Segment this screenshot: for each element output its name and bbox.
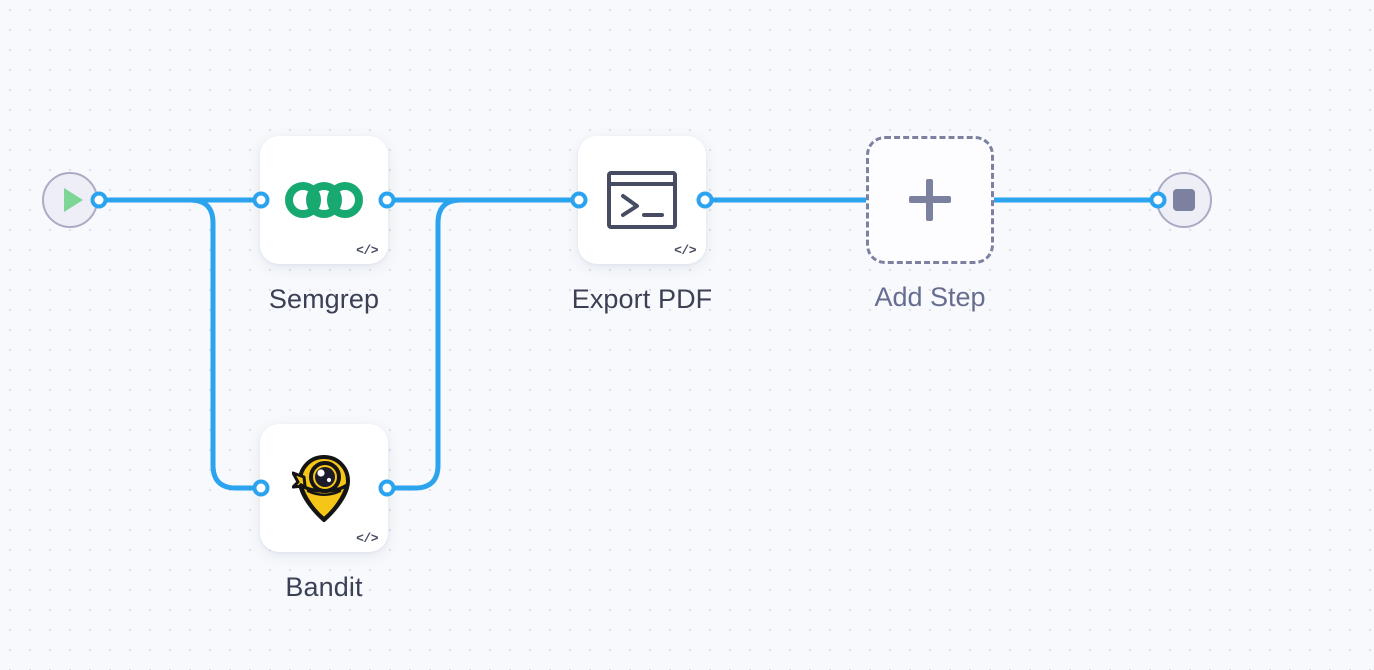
bandit-logo-icon <box>292 455 350 522</box>
node-bandit-output-handle[interactable] <box>378 479 396 497</box>
node-bandit[interactable]: </> Bandit <box>260 424 388 602</box>
node-semgrep-output-handle[interactable] <box>378 191 396 209</box>
node-bandit-label: Bandit <box>285 572 363 602</box>
node-semgrep-label: Semgrep <box>268 284 380 314</box>
node-export-pdf[interactable]: </> Export PDF <box>572 136 712 314</box>
plus-icon <box>909 179 951 221</box>
edge-start-to-bandit <box>96 197 264 491</box>
add-step-card[interactable] <box>866 136 994 264</box>
node-export-pdf-input-handle[interactable] <box>570 191 588 209</box>
play-icon <box>63 188 83 212</box>
code-badge-icon: </> <box>356 531 378 546</box>
node-bandit-input-handle[interactable] <box>252 479 270 497</box>
add-step-label: Add Step <box>874 282 986 312</box>
node-export-pdf-label: Export PDF <box>571 284 713 314</box>
node-export-pdf-output-handle[interactable] <box>696 191 714 209</box>
node-semgrep[interactable]: </> Semgrep <box>260 136 388 314</box>
start-node-output-handle[interactable] <box>90 191 108 209</box>
node-semgrep-input-handle[interactable] <box>252 191 270 209</box>
node-semgrep-card[interactable]: </> <box>260 136 388 264</box>
node-export-pdf-card[interactable]: </> <box>578 136 706 264</box>
stop-icon <box>1173 189 1195 211</box>
semgrep-logo-icon <box>285 182 363 218</box>
terminal-icon <box>607 171 677 229</box>
code-badge-icon: </> <box>356 243 378 258</box>
node-bandit-card[interactable]: </> <box>260 424 388 552</box>
edge-bandit-to-exportpdf <box>384 197 582 491</box>
add-step-node[interactable]: Add Step <box>866 136 994 312</box>
start-node[interactable] <box>42 172 98 228</box>
end-node-input-handle[interactable] <box>1149 191 1167 209</box>
code-badge-icon: </> <box>674 243 696 258</box>
